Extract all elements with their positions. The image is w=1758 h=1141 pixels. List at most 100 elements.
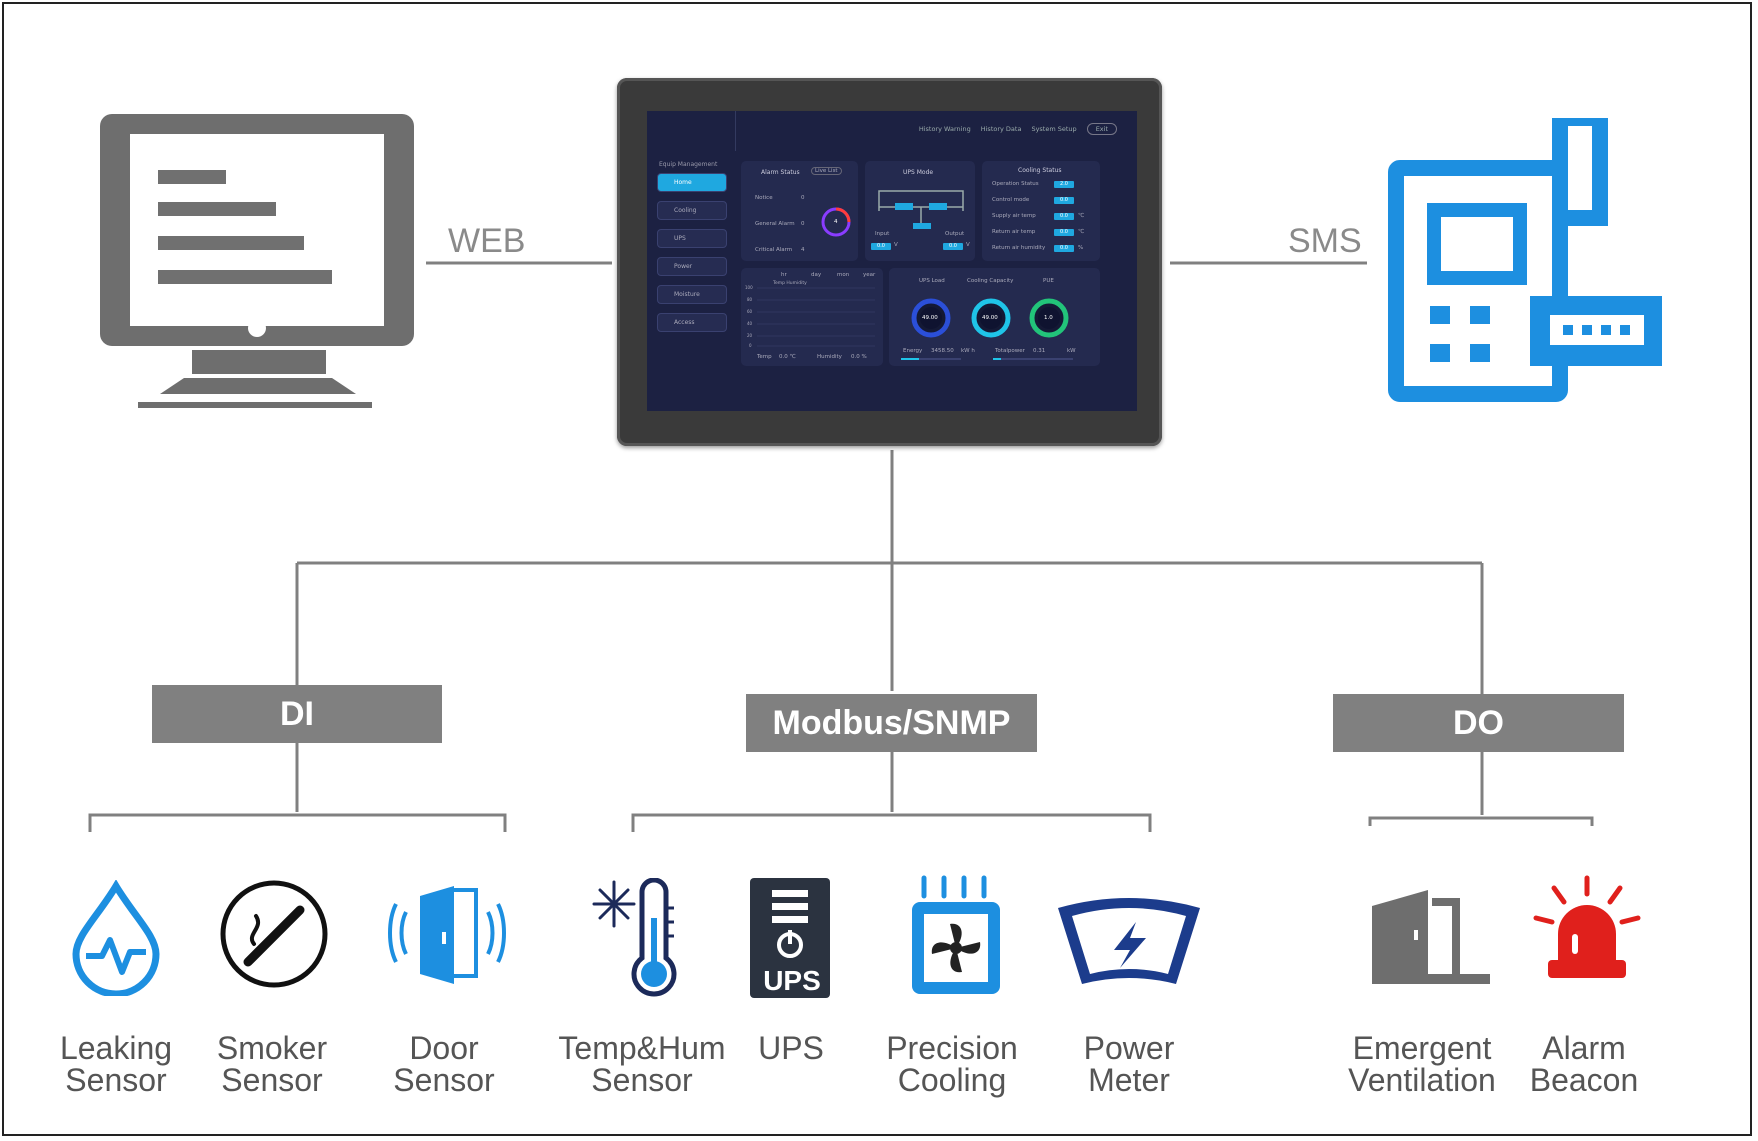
alarm-ring-icon: [821, 207, 851, 237]
trend-panel: hr day mon year Temp Humidity 100 80 60 …: [741, 268, 883, 366]
general-alarm-value: 0: [801, 221, 805, 227]
smoke-sensor-caption: Smoker Sensor: [172, 1032, 372, 1096]
tablet-device: History Warning History Data System Setu…: [617, 78, 1162, 446]
sidebar-title: Equip Management: [659, 161, 718, 168]
energy-label: Energy: [903, 348, 923, 354]
trend-tab-hr[interactable]: hr: [781, 272, 787, 278]
power-meter-caption: Power Meter: [1029, 1032, 1229, 1096]
precision-cooling-icon: [912, 875, 1000, 994]
alarm-status-panel: Alarm Status Live List Notice 0 General …: [741, 161, 858, 261]
leaking-sensor-caption: Leaking Sensor: [16, 1032, 216, 1096]
smoke-sensor-icon: [220, 880, 328, 988]
total-power-label: Totalpower: [995, 348, 1025, 354]
caption-line: Alarm: [1542, 1030, 1626, 1066]
dashboard-screen: History Warning History Data System Setu…: [647, 111, 1137, 411]
cooling-capacity-value: 49.00: [982, 315, 998, 321]
system-setup-link[interactable]: System Setup: [1031, 125, 1077, 133]
trend-tab-mon[interactable]: mon: [837, 272, 850, 278]
energy-unit: kW h: [961, 348, 975, 354]
trend-y-tick: 20: [747, 333, 753, 338]
live-list-button[interactable]: Live List: [811, 167, 842, 175]
sidebar-item-access[interactable]: Access: [657, 313, 727, 332]
humidity-label: Humidity: [817, 354, 842, 360]
ups-output-value: 0.0: [943, 243, 963, 250]
ups-input-value: 0.0: [871, 243, 891, 250]
return-air-temp-unit: ℃: [1078, 229, 1085, 235]
pue-value: 1.0: [1044, 315, 1053, 321]
caption-line: Ventilation: [1348, 1062, 1496, 1098]
pue-title: PUE: [1043, 278, 1054, 284]
gauges-panel: UPS Load Cooling Capacity PUE 49.00 49.0…: [889, 268, 1100, 366]
total-power-unit: kW: [1067, 348, 1076, 354]
trend-grid: [757, 287, 875, 347]
alarm-status-title: Alarm Status: [761, 169, 800, 176]
cooling-capacity-title: Cooling Capacity: [967, 278, 1014, 284]
ups-device-icon: [750, 878, 830, 998]
ups-icon-text: UPS: [763, 965, 821, 996]
di-group-box: DI: [152, 685, 442, 743]
trend-y-tick: 80: [747, 297, 753, 302]
water-drop-icon: [72, 880, 160, 996]
sidebar-item-cooling[interactable]: Cooling: [657, 201, 727, 220]
operation-status-label: Operation Status: [992, 181, 1039, 187]
caption-line: Door: [409, 1030, 479, 1066]
sms-label: SMS: [1288, 222, 1362, 260]
door-sensor-icon: [388, 886, 506, 984]
trend-tab-day[interactable]: day: [811, 272, 822, 278]
caption-line: Cooling: [897, 1062, 1007, 1098]
power-meter-icon: [1058, 898, 1200, 984]
cooling-status-panel: Cooling Status Operation Status 2.0 Cont…: [982, 161, 1100, 261]
control-mode-value: 0.0: [1054, 197, 1074, 204]
sidebar-item-power[interactable]: Power: [657, 257, 727, 276]
thermometer-snowflake-icon: [592, 878, 677, 997]
alarm-total: 4: [834, 219, 838, 225]
ups-load-value: 49.00: [922, 315, 938, 321]
door-sensor-caption: Door Sensor: [344, 1032, 544, 1096]
history-warning-link[interactable]: History Warning: [918, 125, 971, 133]
total-power-value: 0.31: [1033, 348, 1046, 354]
ups-mode-panel: UPS Mode Input Output 0.0 V 0.0 V: [865, 161, 975, 261]
sidebar-item-home[interactable]: Home: [657, 173, 727, 192]
web-label: WEB: [448, 222, 526, 260]
desktop-computer-icon: [100, 114, 414, 408]
alarm-beacon-icon: [1533, 875, 1641, 978]
caption-line: Sensor: [65, 1062, 167, 1098]
ups-mode-title: UPS Mode: [903, 169, 934, 176]
dashboard-topbar: History Warning History Data System Setu…: [919, 123, 1117, 135]
caption-line: Leaking: [59, 1030, 173, 1066]
caption-line: UPS: [758, 1030, 824, 1066]
ups-load-title: UPS Load: [919, 278, 945, 284]
ups-topology-icon: [878, 190, 964, 229]
return-air-temp-label: Return air temp: [992, 229, 1036, 235]
sidebar-item-ups[interactable]: UPS: [657, 229, 727, 248]
ups-caption: UPS: [691, 1032, 891, 1064]
caption-line: Beacon: [1529, 1062, 1639, 1098]
caption-line: Sensor: [221, 1062, 323, 1098]
caption-line: Emergent: [1352, 1030, 1492, 1066]
caption-line: Sensor: [393, 1062, 495, 1098]
critical-alarm-value: 4: [801, 247, 805, 253]
caption-line: Power: [1083, 1030, 1175, 1066]
ups-output-unit: V: [966, 242, 970, 248]
history-data-link[interactable]: History Data: [980, 125, 1022, 133]
caption-line: Precision: [886, 1030, 1018, 1066]
caption-line: Meter: [1088, 1062, 1170, 1098]
ups-output-label: Output: [945, 231, 965, 237]
caption-line: Sensor: [591, 1062, 693, 1098]
trend-tab-year[interactable]: year: [863, 272, 876, 278]
trend-y-tick: 40: [747, 321, 753, 326]
caption-line: Smoker: [216, 1030, 328, 1066]
sidebar-item-moisture[interactable]: Moisture: [657, 285, 727, 304]
trend-legend: Temp Humidity: [773, 281, 807, 286]
notice-value: 0: [801, 195, 805, 201]
emergent-ventilation-caption: Emergent Ventilation: [1322, 1032, 1522, 1096]
supply-air-temp-label: Supply air temp: [992, 213, 1036, 219]
modbus-snmp-group-box: Modbus/SNMP: [746, 694, 1037, 752]
temp-label: Temp: [757, 354, 772, 360]
precision-cooling-caption: Precision Cooling: [852, 1032, 1052, 1096]
caption-line: Temp&Hum: [558, 1030, 726, 1066]
alarm-beacon-caption: Alarm Beacon: [1484, 1032, 1684, 1096]
exit-button[interactable]: Exit: [1086, 123, 1117, 135]
ups-input-unit: V: [894, 242, 898, 248]
trend-y-tick: 100: [745, 285, 753, 290]
